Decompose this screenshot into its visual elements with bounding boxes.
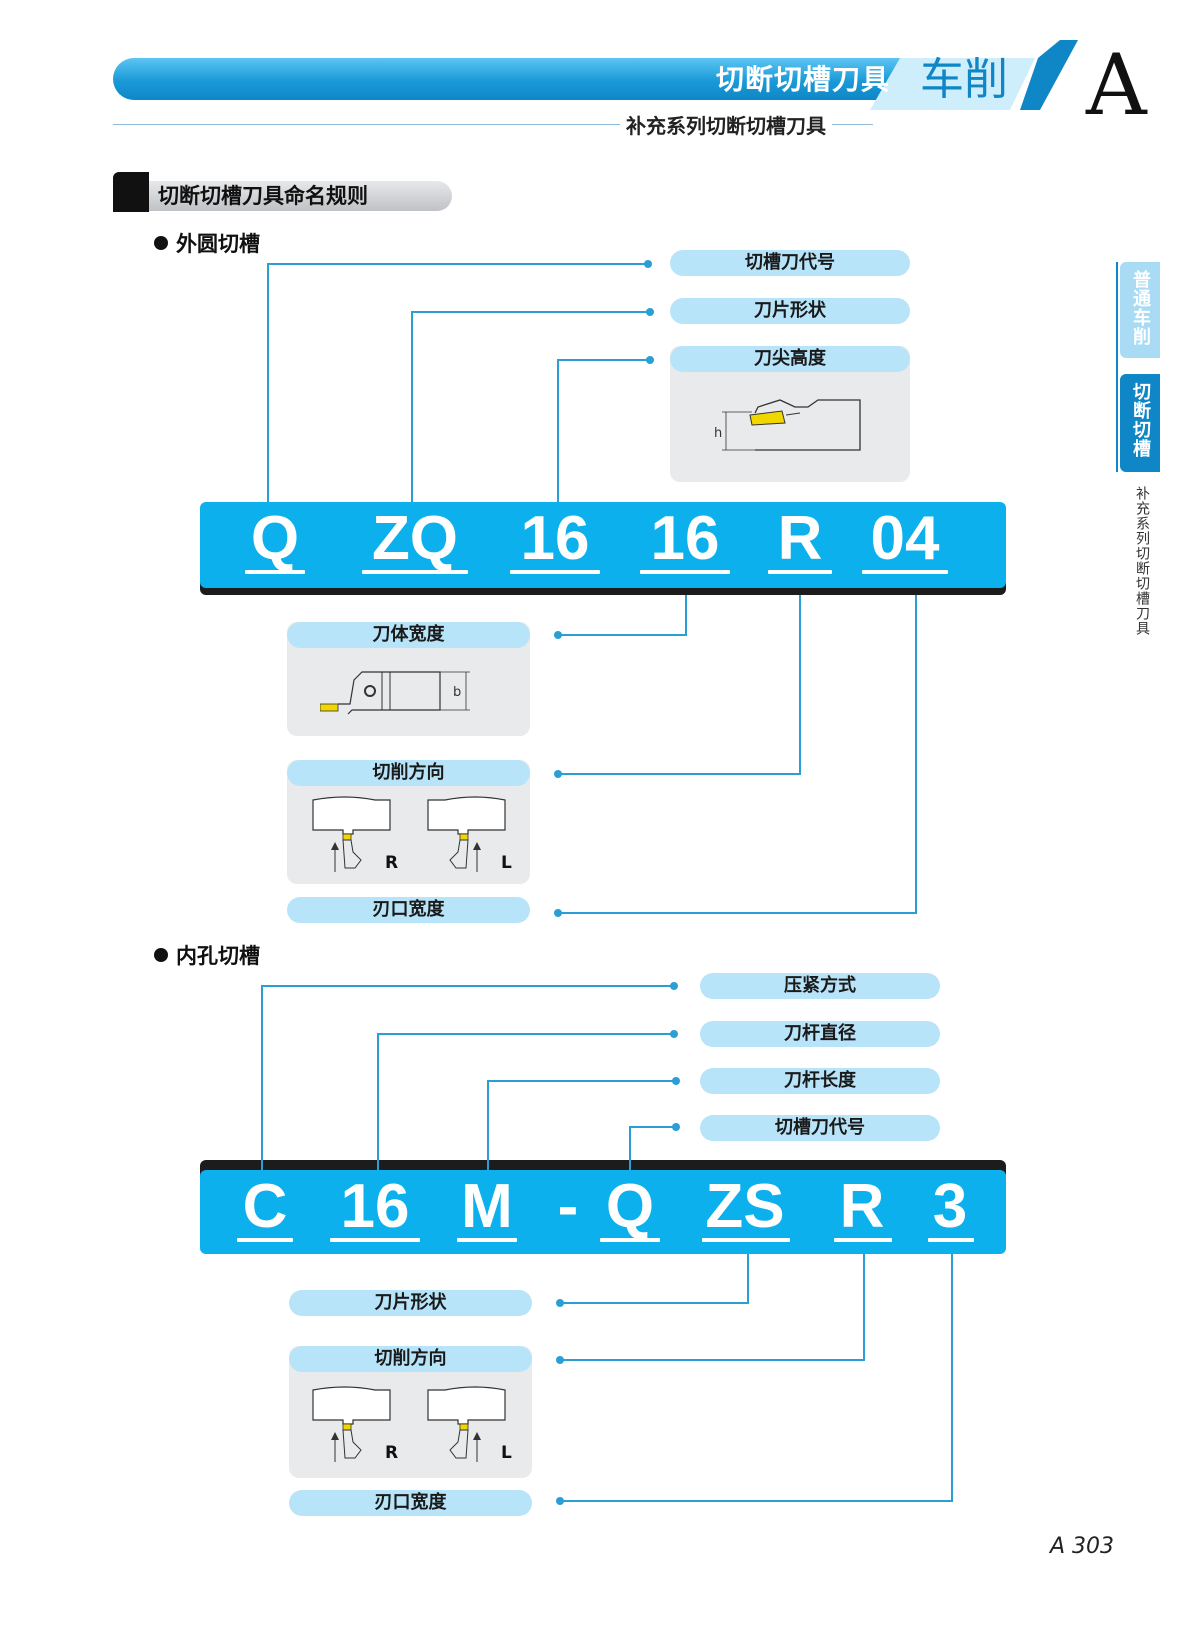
label-cut-direction-internal: 切削方向 <box>289 1346 532 1372</box>
dim-b-label: b <box>453 685 461 700</box>
underline <box>640 570 730 574</box>
underline <box>245 570 305 574</box>
bullet-dot <box>154 236 168 250</box>
underline <box>600 1238 660 1242</box>
int-code-3: 3 <box>932 1172 968 1241</box>
label-tip-height: 刀尖高度 <box>670 346 910 372</box>
tip-height-figure: h <box>714 399 861 451</box>
underline <box>457 1238 517 1242</box>
label-edge-width: 刃口宽度 <box>287 897 530 923</box>
side-tab-parting-grooving[interactable]: 切断切槽 <box>1120 374 1160 472</box>
label-grooving-code-internal: 切槽刀代号 <box>700 1115 940 1141</box>
side-tab-general-turning-label: 普通车削 <box>1130 270 1151 346</box>
section-title-block <box>113 172 149 212</box>
side-tab-line <box>1116 262 1118 472</box>
int-code-q: Q <box>605 1172 655 1241</box>
underline <box>862 570 948 574</box>
ext-code-04: 04 <box>870 504 940 573</box>
label-shank-length: 刀杆长度 <box>700 1068 940 1094</box>
body-width-figure: b <box>320 671 470 715</box>
label-shank-diameter: 刀杆直径 <box>700 1021 940 1047</box>
label-grooving-code: 切槽刀代号 <box>670 250 910 276</box>
int-code-r: R <box>839 1172 885 1241</box>
label-insert-shape-internal: 刀片形状 <box>289 1290 532 1316</box>
ext-code-16a: 16 <box>520 504 590 573</box>
external-heading-text: 外圆切槽 <box>176 232 260 256</box>
external-heading: 外圆切槽 <box>154 228 260 258</box>
label-body-width: 刀体宽度 <box>287 622 530 648</box>
underline <box>330 1238 420 1242</box>
label-insert-shape: 刀片形状 <box>670 298 910 324</box>
side-tab-parting-grooving-label: 切断切槽 <box>1130 382 1151 458</box>
underline <box>768 570 832 574</box>
page-number: A 303 <box>1050 1534 1115 1559</box>
dir-l-label-internal: L <box>501 1443 512 1463</box>
label-cut-direction: 切削方向 <box>287 760 530 786</box>
dim-h-label: h <box>714 426 722 441</box>
int-code-m: M <box>461 1172 513 1241</box>
label-clamping-method: 压紧方式 <box>700 973 940 999</box>
ext-code-q: Q <box>250 504 300 573</box>
section-title: 切断切槽刀具命名规则 <box>158 184 368 208</box>
ext-code-zq: ZQ <box>371 504 459 573</box>
chapter-letter: A <box>1086 36 1147 134</box>
internal-heading-text: 内孔切槽 <box>176 944 260 968</box>
side-caption: 补充系列切断切槽刀具 <box>1134 486 1150 636</box>
dir-l-label: L <box>501 853 512 873</box>
header-bar <box>113 58 903 100</box>
dir-r-label-internal: R <box>385 1443 398 1463</box>
underline <box>928 1238 974 1242</box>
internal-heading: 内孔切槽 <box>154 940 260 970</box>
header-subtitle: 补充系列切断切槽刀具 <box>620 110 832 139</box>
underline <box>237 1238 293 1242</box>
section-title-bar <box>140 181 452 211</box>
int-code-16: 16 <box>340 1172 410 1241</box>
int-code-c: C <box>242 1172 288 1241</box>
side-tab-general-turning[interactable]: 普通车削 <box>1120 262 1160 358</box>
ext-code-r: R <box>777 504 823 573</box>
dir-r-label: R <box>385 853 398 873</box>
underline <box>510 570 600 574</box>
header-slash-decoration <box>870 40 1078 110</box>
cut-direction-figure-internal: R L <box>312 1386 512 1463</box>
label-edge-width-internal: 刃口宽度 <box>289 1490 532 1516</box>
header-title: 切断切槽刀具 <box>715 63 890 96</box>
header-category: 车削 <box>920 54 1008 105</box>
underline <box>702 1238 790 1242</box>
underline <box>362 570 468 574</box>
bullet-dot <box>154 948 168 962</box>
int-code-zs: ZS <box>705 1172 785 1241</box>
underline <box>834 1238 892 1242</box>
header-underline <box>113 124 873 125</box>
ext-code-16b: 16 <box>650 504 720 573</box>
cut-direction-figure: R L <box>312 796 512 873</box>
int-code-dash: - <box>557 1172 579 1241</box>
